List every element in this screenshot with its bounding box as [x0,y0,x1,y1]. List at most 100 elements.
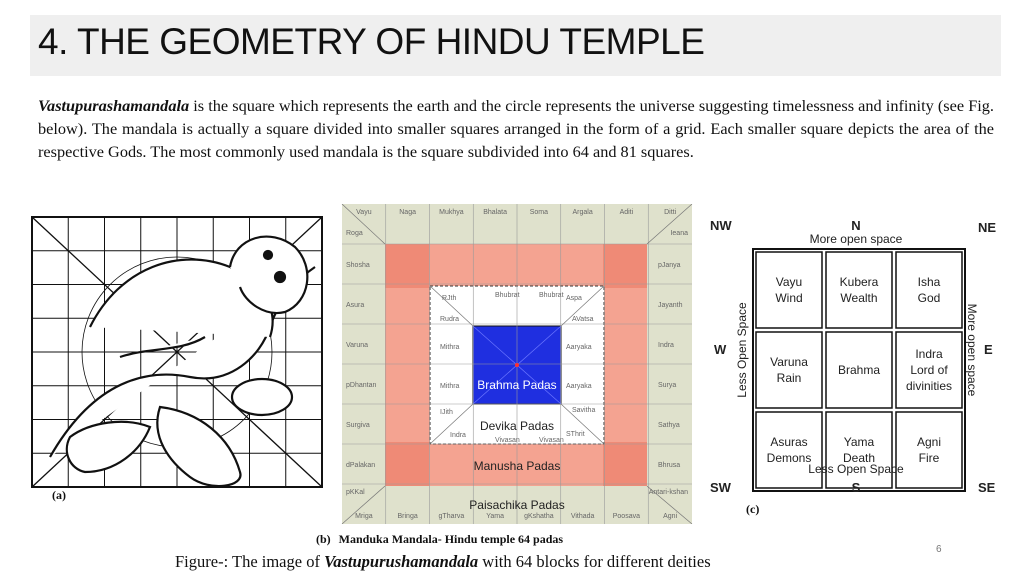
deity-label: IJith [440,409,453,416]
intro-text: is the square which represents the earth… [38,96,994,161]
figure-b-label: (b) [316,532,331,546]
cell-label: Demons [767,451,812,465]
deity-label: Roga [346,230,363,237]
deity-label: pJanya [658,262,681,269]
deity-label: Naga [399,209,416,216]
deity-label: Bhalata [483,209,507,216]
cell-label: Yama [844,435,875,449]
deity-label: Indra [450,432,466,439]
direction-cell [755,411,823,489]
deity-label: Poosava [613,513,640,520]
deity-label: Surgiva [346,422,370,429]
cell-label: Varuna [770,355,808,369]
cell-label: Rain [777,371,802,385]
deity-label: Rudra [440,316,459,323]
deity-label: Yama [486,513,504,520]
deity-label: Antari-kshan [649,489,688,496]
dir-se: SE [978,480,996,495]
intro-term: Vastupurashamandala [38,96,190,115]
deity-label: Mukhya [439,209,464,216]
figure-caption-prefix: Figure-: The image of [175,552,325,571]
slide-title: 4. THE GEOMETRY OF HINDU TEMPLE [38,21,705,62]
cell-label: Kubera [840,275,879,289]
direction-cell [825,331,893,409]
paisachika-pada-label: Paisachika Padas [469,498,564,512]
direction-cell [895,411,963,489]
deity-label: Mriga [355,513,373,520]
direction-cell [825,411,893,489]
deity-label: pDhantan [346,382,376,389]
intro-paragraph: Vastupurashamandala is the square which … [38,94,994,163]
deity-label: gKshatha [524,513,554,520]
deity-label: Sathya [658,422,680,429]
deity-label: Vithada [571,513,595,520]
brahma-pada-label: Brahma Padas [477,378,556,392]
figure-a-label: (a) [52,488,66,502]
devika-pada-label: Devika Padas [480,419,554,433]
dir-nw: NW [710,218,732,233]
deity-label: Vayu [356,209,372,216]
deity-label: Asura [346,302,364,309]
direction-cell [895,251,963,329]
title-bar: 4. THE GEOMETRY OF HINDU TEMPLE [30,15,1001,76]
cell-label: Wealth [840,291,877,305]
deity-label: Mithra [440,383,460,390]
deity-label: Agni [663,513,677,520]
deity-label: Aaryaka [566,344,592,351]
right-note: More open space [965,304,979,397]
deity-label: Varuna [346,342,368,349]
deity-label: Ditti [664,209,677,216]
deity-label: RJth [442,295,457,302]
deity-label: dPalakan [346,462,375,469]
cell-label: Fire [919,451,940,465]
cell-label: Brahma [838,363,880,377]
cell-label: God [918,291,941,305]
figure-caption-suffix: with 64 blocks for different deities [478,552,711,571]
left-note: Less Open Space [735,302,749,398]
deity-label: Shosha [346,262,370,269]
direction-cell [895,331,963,409]
cell-label: Indra [915,347,943,361]
deity-label: Aditi [620,209,634,216]
figure-b-caption: (b) Manduka Mandala- Hindu temple 64 pada… [316,532,563,547]
direction-cell [755,331,823,409]
figure-c-grid: NW N NE More open space W E Less Open Sp… [710,218,996,495]
deity-label: Bhrusa [658,462,680,469]
grid-border [752,248,966,492]
deity-label: Vivasan [539,437,564,444]
deity-label: Indra [658,342,674,349]
dir-e: E [984,342,993,357]
deity-label: Argala [573,209,593,216]
deity-label: Bhubrat [539,292,564,299]
cell-label: Asuras [770,435,807,449]
deity-label: gTharva [439,513,465,520]
figure-b-mandala: Vayu Naga Mukhya Bhalata Soma Argala Aditi Ditt… [341,204,693,524]
deity-label: Savitha [572,407,595,414]
cell-label: Death [843,451,875,465]
cell-label: divinities [906,379,952,393]
cell-label: Vayu [776,275,802,289]
dir-n: N [851,218,860,233]
deity-label: Soma [530,209,548,216]
bottom-note: Less Open Space [808,462,904,476]
dir-sw: SW [710,480,732,495]
top-note: More open space [810,232,903,246]
cell-label: Agni [917,435,941,449]
cell-label: Isha [918,275,941,289]
deity-label: pKKal [346,489,365,496]
deity-label: Surya [658,382,676,389]
deity-label: Aspa [566,295,582,302]
page-number: 6 [936,544,942,555]
deity-label: Mithra [440,344,460,351]
deity-label: Aaryaka [566,383,592,390]
figure-caption-term: Vastupurushamandala [324,552,479,571]
deity-label: SThrit [566,431,585,438]
figure-caption: Figure-: The image of Vastupurushamandal… [175,552,711,572]
deity-label: Vivasan [495,437,520,444]
figure-b-caption-text: Manduka Mandala- Hindu temple 64 padas [338,532,564,546]
dir-s: S [852,480,861,495]
direction-cell [825,251,893,329]
direction-cell [755,251,823,329]
deity-label: Ieana [670,230,688,237]
figure-c-label: (c) [746,502,760,516]
